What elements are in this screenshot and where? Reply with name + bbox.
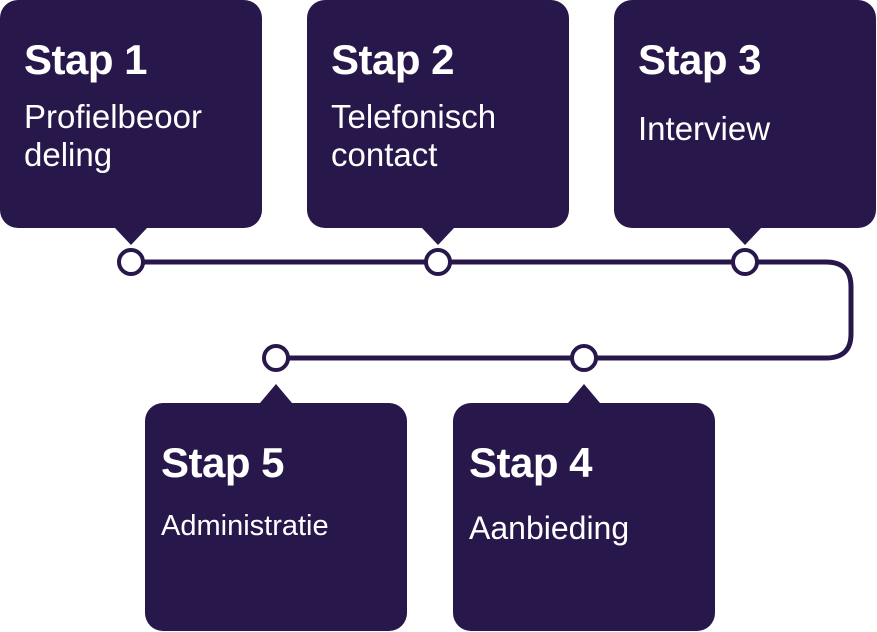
step-3-title: Stap 3 [638, 36, 762, 83]
step-4-node [570, 344, 598, 372]
step-2-pointer [422, 228, 454, 245]
step-5-label: Administratie [161, 510, 329, 542]
step-3-card: Stap 3 Interview [614, 0, 876, 228]
step-4-pointer [568, 384, 600, 403]
step-2-card: Stap 2 Telefonisch contact [307, 0, 569, 228]
step-2-node [424, 248, 452, 276]
step-5-card: Stap 5 Administratie [145, 403, 407, 631]
step-1-label: Profielbeoor deling [24, 98, 202, 173]
step-1-title: Stap 1 [24, 36, 148, 83]
step-1-node [117, 248, 145, 276]
step-3-pointer [729, 228, 761, 245]
step-2-title: Stap 2 [331, 36, 455, 83]
step-4-card: Stap 4 Aanbieding [453, 403, 715, 631]
timeline-path [128, 259, 854, 361]
step-5-pointer [260, 384, 292, 403]
step-4-label: Aanbieding [469, 510, 630, 546]
step-1-card: Stap 1 Profielbeoor deling [0, 0, 262, 228]
step-1-pointer [115, 228, 147, 245]
step-5-node [262, 344, 290, 372]
step-4-title: Stap 4 [469, 439, 593, 486]
step-3-label: Interview [638, 110, 771, 147]
step-3-node [731, 248, 759, 276]
step-2-label: Telefonisch contact [331, 98, 497, 173]
step-5-title: Stap 5 [161, 439, 285, 486]
